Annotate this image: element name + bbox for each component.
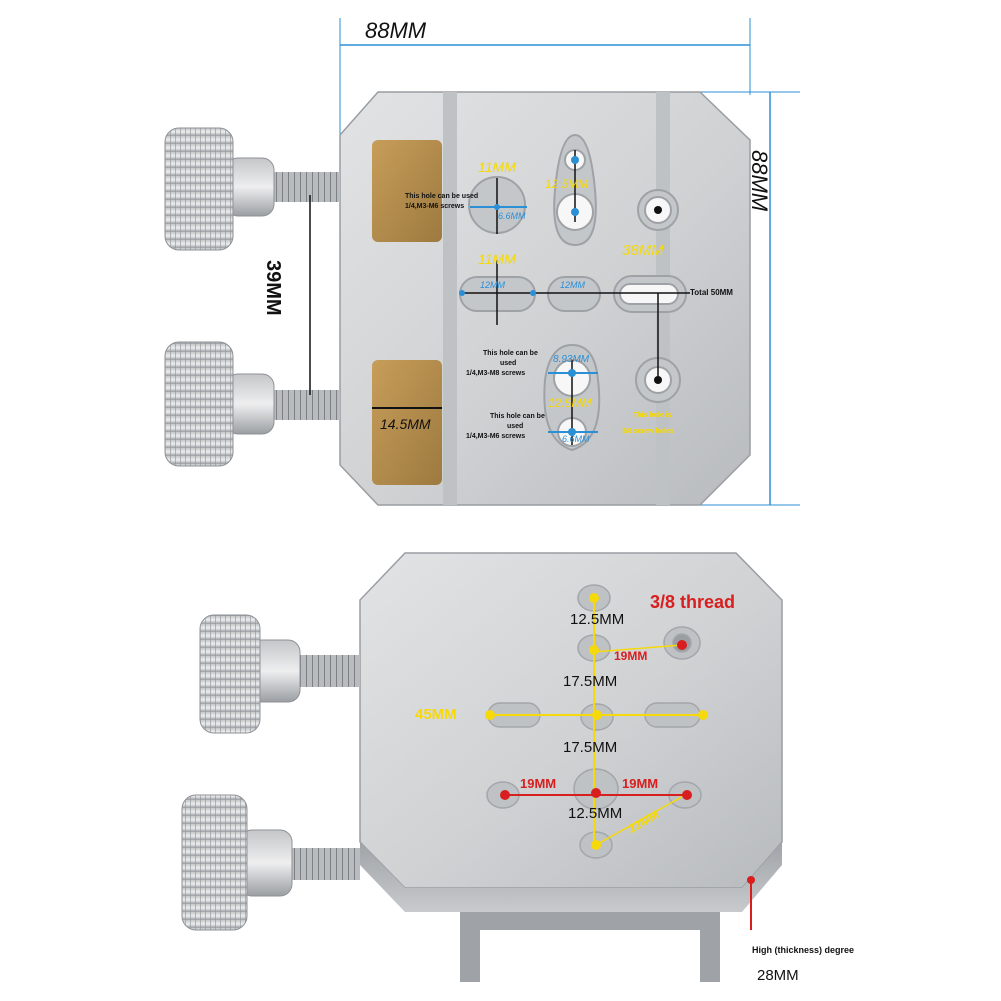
thickness-value: 28MM <box>757 967 799 984</box>
bottom-plate-edge <box>360 842 782 912</box>
note-m8-line2: used <box>500 360 517 367</box>
dim-17-5mm-a: 17.5MM <box>563 673 618 690</box>
note-m6-b-line3: 1/4,M3-M6 screws <box>466 433 526 440</box>
pad-width-label: 14.5MM <box>380 416 431 432</box>
dim-12-5mm-a: 12.5MM <box>570 611 625 628</box>
width-label: 88MM <box>365 18 427 43</box>
hole-8-93mm-label: 8.93MM <box>553 354 590 365</box>
thread-label: 3/8 thread <box>650 592 736 612</box>
hole-6-6mm-label-b: 6.6MM <box>562 434 590 444</box>
top-dimension-markers <box>372 150 690 445</box>
hole-12-5mm-label-a: 12.5MM <box>545 177 589 191</box>
knob-top-1 <box>164 127 340 251</box>
note-m8-line1: This hole can be <box>483 350 538 357</box>
bottom-view <box>181 552 783 982</box>
dim-19mm-a: 19MM <box>614 649 648 663</box>
note-m8-line3: 1/4,M3-M8 screws <box>466 370 526 377</box>
note-38-line2: 3/8 screw holes <box>622 428 674 435</box>
jaw-rail-left <box>443 92 457 505</box>
knob-spacing-label: 39MM <box>262 260 284 316</box>
thickness-note: High (thickness) degree <box>752 945 855 955</box>
total-50mm-label: Total 50MM <box>690 288 733 297</box>
hole-6-6mm-label-a: 6.6MM <box>498 211 526 221</box>
dim-19mm-c: 19MM <box>622 776 659 791</box>
slot-12mm-label-b: 12MM <box>560 280 586 290</box>
brass-pad-top <box>372 140 442 242</box>
top-view <box>164 18 800 506</box>
hole-spacing-label-a: 11MM <box>478 159 516 175</box>
slot-38mm-label: 38MM <box>622 242 664 259</box>
knob-bottom-2 <box>181 794 360 931</box>
knob-top-2 <box>164 341 340 467</box>
dim-17-5mm-b: 17.5MM <box>563 739 618 756</box>
height-label: 88MM <box>747 150 772 212</box>
note-38-line1: This hole is <box>633 412 672 419</box>
bottom-dimension-markers <box>485 593 755 930</box>
dovetail-rail <box>460 912 720 982</box>
hole-12-5mm-label-b: 12.5MM <box>548 396 592 410</box>
dim-12-5mm-b: 12.5MM <box>568 805 623 822</box>
note-m6-a-line1: This hole can be used <box>405 193 479 200</box>
knob-bottom-1 <box>199 614 360 734</box>
note-m6-b-line2: used <box>507 423 524 430</box>
dim-19mm-b: 19MM <box>520 776 557 791</box>
dim-45mm: 45MM <box>415 706 457 723</box>
slot-12mm-label-a: 12MM <box>480 280 506 290</box>
brass-pad-bottom <box>372 360 442 485</box>
hole-spacing-label-b: 11MM <box>478 251 516 267</box>
note-m6-b-line1: This hole can be <box>490 413 545 420</box>
note-m6-a-line2: 1/4,M3-M6 screws <box>405 203 465 210</box>
